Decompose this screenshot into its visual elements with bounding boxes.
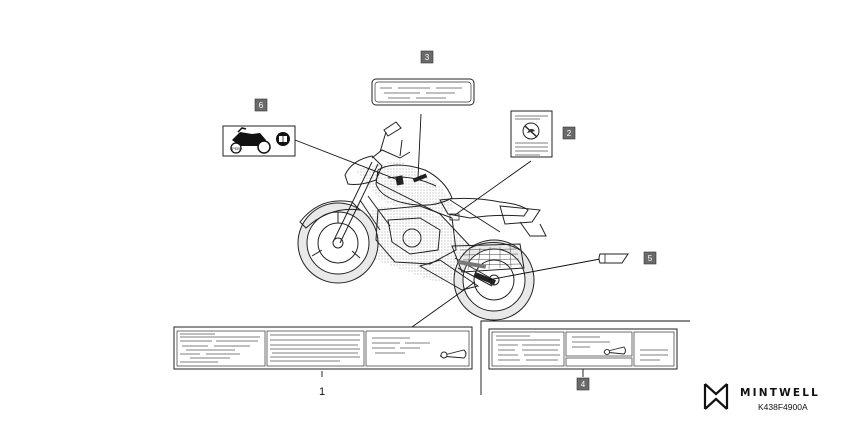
callout-4: 4 (576, 377, 590, 391)
svg-text:1: 1 (319, 386, 325, 398)
mintwell-logo-icon (703, 383, 729, 410)
label-4-sticker (488, 328, 678, 370)
svg-text:SPEED: SPEED (230, 147, 242, 151)
label-1-sticker (173, 326, 473, 370)
front-wheel (297, 202, 379, 284)
label-3-sticker (371, 78, 475, 106)
callout-3: 3 (420, 50, 434, 64)
label-2-sticker (510, 110, 553, 158)
callout-1: 1 (319, 386, 325, 398)
motorcycle-illustration (297, 121, 547, 321)
manual-icon (276, 132, 290, 146)
leader-lines (294, 113, 690, 395)
front-wheel-icon: SPEED (230, 142, 242, 154)
rear-wheel-icon (257, 140, 271, 154)
label-6-sticker: SPEED (222, 125, 296, 157)
callout-5: 5 (643, 251, 657, 265)
motorcycle-silhouette-icon (232, 127, 266, 146)
callout-6: 6 (254, 98, 268, 112)
label-5-tag (598, 253, 629, 264)
figure-code: K438F4900A (758, 402, 808, 412)
callout-2: 2 (562, 126, 576, 140)
svg-text:3: 3 (425, 53, 430, 62)
svg-text:4: 4 (581, 380, 586, 389)
svg-text:5: 5 (648, 254, 653, 263)
brand-name: MINTWELL (740, 387, 820, 399)
svg-text:2: 2 (567, 129, 572, 138)
svg-text:6: 6 (259, 101, 264, 110)
